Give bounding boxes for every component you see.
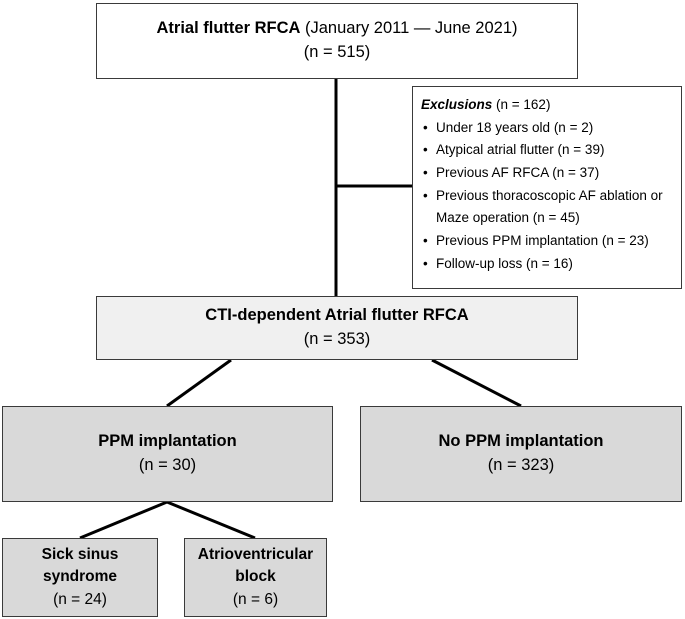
- exclusion-item: Previous PPM implantation (n = 23): [421, 230, 673, 253]
- ppm-count: (n = 30): [138, 456, 197, 474]
- box-exclusions: Exclusions (n = 162) Under 18 years old …: [412, 86, 682, 289]
- connector-cti-to-ppm: [166, 358, 232, 408]
- box-cti-dependent-rfca: CTI-dependent Atrial flutter RFCA (n = 3…: [96, 296, 578, 360]
- exclusion-item: Previous thoracoscopic AF ablation or Ma…: [421, 185, 673, 230]
- box-sick-sinus-syndrome: Sick sinus syndrome (n = 24): [2, 538, 158, 617]
- start-count: (n = 515): [303, 43, 371, 61]
- exclusion-item: Follow-up loss (n = 16): [421, 253, 673, 276]
- sick-sinus-title: Sick sinus syndrome: [41, 545, 119, 586]
- box-no-ppm-implantation: No PPM implantation (n = 323): [360, 406, 682, 502]
- sick-sinus-count: (n = 24): [53, 590, 107, 608]
- no-ppm-count: (n = 323): [487, 456, 555, 474]
- box-atrial-flutter-rfca: Atrial flutter RFCA (January 2011 — June…: [96, 3, 578, 79]
- av-block-title: Atrioventricular block: [197, 545, 314, 586]
- box-ppm-implantation: PPM implantation (n = 30): [2, 406, 333, 502]
- no-ppm-title: No PPM implantation: [438, 432, 604, 451]
- start-title: Atrial flutter RFCA (January 2011 — June…: [156, 19, 518, 38]
- exclusion-item: Previous AF RFCA (n = 37): [421, 162, 673, 185]
- box-atrioventricular-block: Atrioventricular block (n = 6): [184, 538, 327, 617]
- exclusions-list: Under 18 years old (n = 2) Atypical atri…: [421, 117, 673, 276]
- ppm-title: PPM implantation: [98, 432, 237, 451]
- cti-count: (n = 353): [303, 330, 371, 348]
- exclusion-item: Under 18 years old (n = 2): [421, 117, 673, 140]
- exclusion-item: Atypical atrial flutter (n = 39): [421, 139, 673, 162]
- connector-ppm-to-sss: [79, 500, 168, 540]
- connector-cti-to-no-ppm: [431, 358, 522, 408]
- av-block-count: (n = 6): [232, 590, 279, 608]
- cti-title: CTI-dependent Atrial flutter RFCA: [205, 306, 469, 325]
- exclusions-header: Exclusions (n = 162): [421, 97, 551, 112]
- connector-ppm-to-avb: [166, 500, 256, 540]
